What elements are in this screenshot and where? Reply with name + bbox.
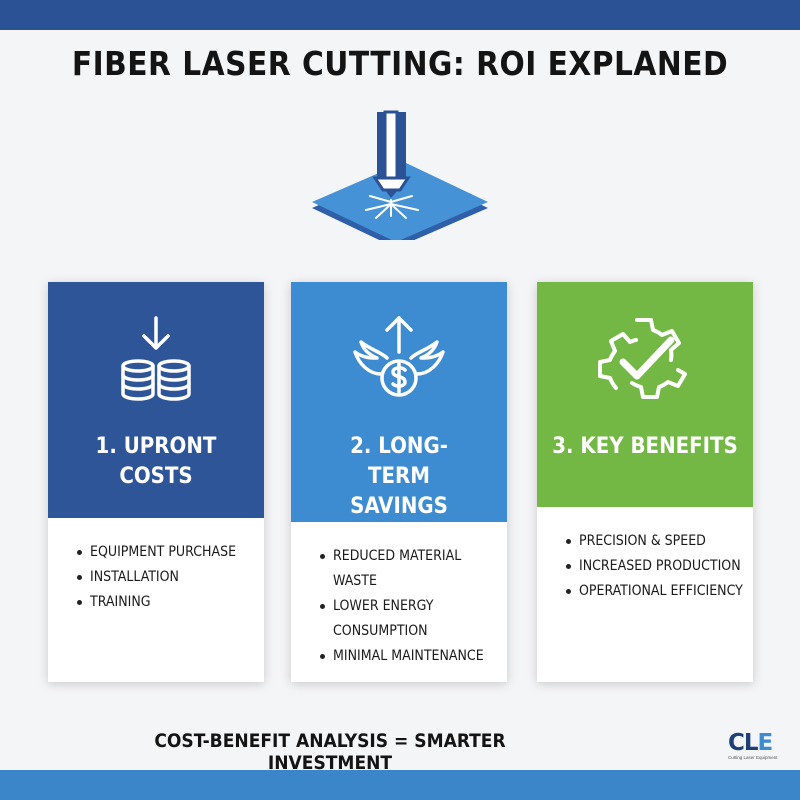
card-list: REDUCED MATERIAL WASTE LOWER ENERGY CONS… bbox=[291, 544, 507, 669]
download-coins-icon bbox=[121, 316, 191, 401]
list-item: OPERATIONAL EFFICIENCY bbox=[566, 579, 753, 604]
card-long-term-savings: 2. LONG-TERM SAVINGS REDUCED MATERIAL WA… bbox=[291, 282, 507, 682]
list-item: LOWER ENERGY CONSUMPTION bbox=[320, 594, 507, 644]
list-item: EQUIPMENT PURCHASE bbox=[77, 540, 264, 565]
card-list: EQUIPMENT PURCHASE INSTALLATION TRAINING bbox=[48, 540, 264, 615]
list-item: MINIMAL MAINTENANCE bbox=[320, 644, 507, 669]
gear-check-icon bbox=[598, 318, 687, 399]
list-item: INSTALLATION bbox=[77, 565, 264, 590]
card-heading: 2. LONG-TERM SAVINGS bbox=[350, 434, 448, 519]
card-header: 1. UPRONT COSTS bbox=[48, 282, 264, 518]
card-header: 3. KEY BENEFITS bbox=[537, 282, 753, 507]
list-item: TRAINING bbox=[77, 590, 264, 615]
laser-cutter-icon bbox=[312, 110, 488, 240]
card-key-benefits: 3. KEY BENEFITS PRECISION & SPEED INCREA… bbox=[537, 282, 753, 682]
card-heading: 3. KEY BENEFITS bbox=[552, 434, 738, 459]
card-heading: 1. UPRONT COSTS bbox=[95, 434, 217, 489]
page-title: FIBER LASER CUTTING: ROI EXPLANED bbox=[71, 44, 729, 83]
card-header: 2. LONG-TERM SAVINGS bbox=[291, 282, 507, 522]
card-list: PRECISION & SPEED INCREASED PRODUCTION O… bbox=[537, 529, 753, 604]
winged-dollar-icon bbox=[353, 316, 445, 397]
company-logo: CLE Cutting Laser Equipment bbox=[728, 730, 778, 761]
footer-tagline: COST-BENEFIT ANALYSIS = SMARTER INVESTME… bbox=[154, 730, 506, 774]
top-banner bbox=[0, 0, 800, 30]
list-item: INCREASED PRODUCTION bbox=[566, 554, 753, 579]
list-item: REDUCED MATERIAL WASTE bbox=[320, 544, 507, 594]
card-upfront-costs: 1. UPRONT COSTS EQUIPMENT PURCHASE INSTA… bbox=[48, 282, 264, 682]
bottom-banner bbox=[0, 770, 800, 800]
list-item: PRECISION & SPEED bbox=[566, 529, 753, 554]
